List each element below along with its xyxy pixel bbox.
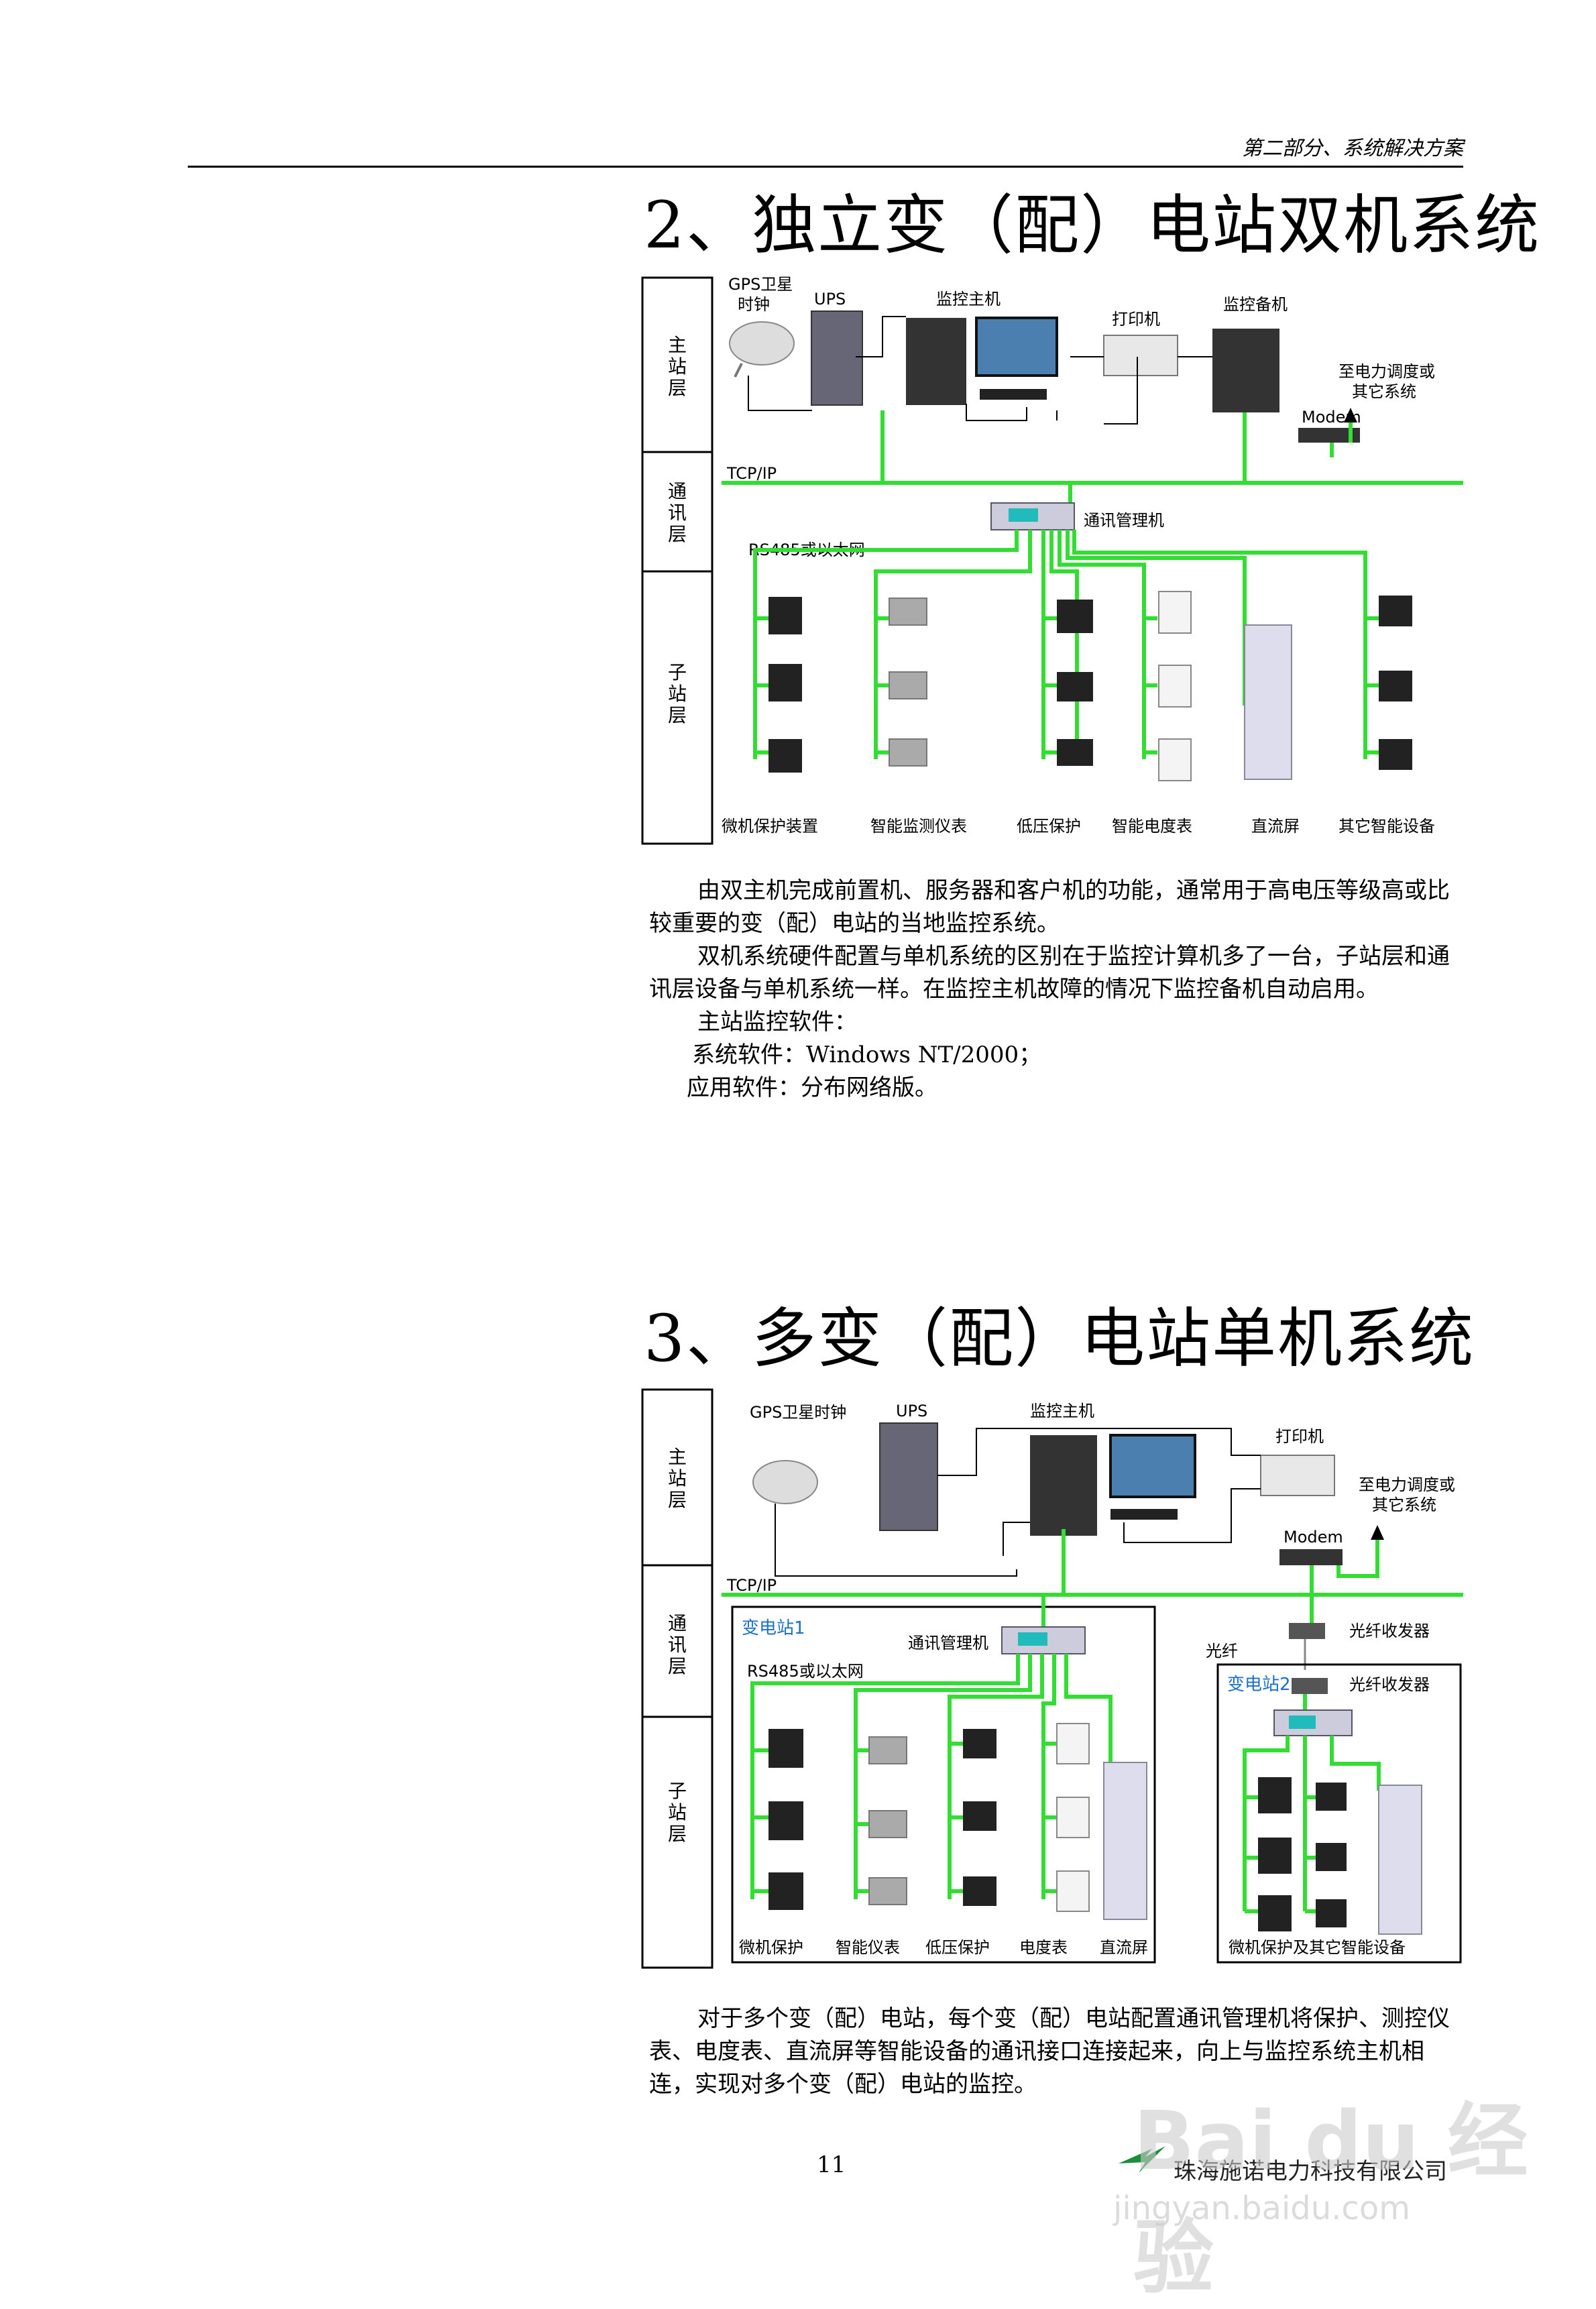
arrow-up-icon — [1371, 1525, 1384, 1540]
keyboard-icon — [980, 389, 1047, 400]
device-label-4: 电度表 — [1019, 1938, 1068, 1957]
transceiver-icon — [1292, 1678, 1328, 1694]
modem-label: Modem — [1284, 1528, 1343, 1546]
layer-sub: 子站层 — [668, 1780, 687, 1845]
printer-icon — [1103, 335, 1178, 376]
fiber-label: 光纤 — [1206, 1642, 1238, 1660]
paragraph: 系统软件：Windows NT/2000； — [692, 1041, 1042, 1068]
device-label-5: 直流屏 — [1100, 1938, 1148, 1957]
device-label-4: 智能电度表 — [1112, 817, 1192, 836]
section3-title: 3、多变（配）电站单机系统 — [644, 1301, 1475, 1376]
comm-manager-label: 通讯管理机 — [908, 1634, 988, 1652]
host-tower-icon — [1030, 1435, 1097, 1536]
dispatch-label: 至电力调度或 — [1359, 1475, 1455, 1494]
printer-label: 打印机 — [1275, 1427, 1324, 1446]
monitor-icon — [1109, 1434, 1196, 1498]
layer-sub: 子站层 — [668, 661, 687, 726]
tcpip-label: TCP/IP — [726, 1576, 777, 1595]
gps-label: GPS卫星时钟 — [750, 1403, 846, 1422]
satellite-dish-icon — [729, 321, 795, 365]
device-label-2: 智能仪表 — [836, 1938, 900, 1957]
dc-panel-icon — [1103, 1762, 1147, 1920]
company-logo-icon — [1119, 2146, 1165, 2173]
section2-title: 2、独立变（配）电站双机系统 — [644, 188, 1541, 263]
layer-comm: 通讯层 — [668, 480, 687, 545]
paragraph: 由双主机完成前置机、服务器和客户机的功能，通常用于高电压等级高或比较重要的变（配… — [649, 877, 1450, 937]
station2-label: 变电站2 — [1227, 1675, 1291, 1695]
device-label-2: 智能监测仪表 — [870, 817, 967, 836]
device2-label: 微机保护及其它智能设备 — [1229, 1938, 1406, 1957]
paragraph: 应用软件：分布网络版。 — [687, 1074, 937, 1101]
dual-host-diagram: 主站层 通讯层 子站层 GPS卫星 时钟 UPS 监控主机 打印机 监控备机 至… — [641, 276, 1463, 845]
keyboard-icon — [1110, 1509, 1178, 1520]
header-rule — [188, 166, 1463, 168]
modem-icon — [1298, 428, 1360, 443]
device-label-6: 其它智能设备 — [1338, 817, 1435, 836]
device-label-3: 低压保护 — [1017, 817, 1081, 836]
station1-label: 变电站1 — [742, 1618, 805, 1638]
transceiver-icon — [1289, 1623, 1325, 1639]
paragraph: 主站监控软件： — [697, 1009, 857, 1035]
host-label: 监控主机 — [1030, 1402, 1094, 1420]
backup-label: 监控备机 — [1223, 295, 1288, 314]
ups-icon — [811, 311, 863, 406]
device-label-3: 低压保护 — [925, 1938, 990, 1957]
transceiver-label: 光纤收发器 — [1349, 1622, 1430, 1640]
host-label: 监控主机 — [936, 290, 1001, 308]
printer-icon — [1260, 1455, 1335, 1496]
host-tower-icon — [906, 318, 966, 405]
ups-label: UPS — [814, 290, 846, 308]
layer-main: 主站层 — [668, 334, 687, 399]
section2-text: 由双主机完成前置机、服务器和客户机的功能，通常用于高电压等级高或比较重要的变（配… — [649, 875, 1463, 1105]
paragraph: 对于多个变（配）电站，每个变（配）电站配置通讯管理机将保护、测控仪表、电度表、直… — [649, 2005, 1450, 2098]
gps-label: GPS卫星 — [728, 276, 793, 294]
device-label-1: 微机保护 — [739, 1938, 803, 1957]
tcpip-label: TCP/IP — [726, 464, 777, 483]
printer-label: 打印机 — [1112, 310, 1160, 329]
dispatch-label: 至电力调度或 — [1338, 362, 1435, 381]
ups-icon — [879, 1422, 938, 1531]
energy-meter-icons — [1158, 591, 1192, 781]
section-header: 第二部分、系统解决方案 — [1242, 137, 1463, 160]
layer-comm: 通讯层 — [668, 1612, 687, 1677]
section3-text: 对于多个变（配）电站，每个变（配）电站配置通讯管理机将保护、测控仪表、电度表、直… — [649, 2003, 1463, 2101]
relay-icons — [768, 596, 1412, 773]
satellite-dish-icon — [752, 1460, 818, 1504]
arrow-up-icon — [1344, 408, 1357, 423]
dispatch-label-2: 其它系统 — [1352, 382, 1416, 401]
dc-panel-icon — [1378, 1785, 1422, 1935]
ups-label: UPS — [896, 1402, 927, 1420]
paragraph: 双机系统硬件配置与单机系统的区别在于监控计算机多了一台，子站层和通讯层设备与单机… — [649, 943, 1450, 1003]
device-label-5: 直流屏 — [1251, 817, 1300, 836]
device-label-1: 微机保护装置 — [722, 817, 818, 836]
company-name: 珠海施诺电力科技有限公司 — [1174, 2158, 1447, 2185]
backup-tower-icon — [1212, 329, 1279, 412]
watermark-url: jingyan.baidu.com — [1113, 2190, 1410, 2227]
page-number: 11 — [817, 2151, 846, 2178]
transceiver-label-2: 光纤收发器 — [1349, 1675, 1430, 1694]
rs485-label: RS485或以太网 — [747, 1662, 864, 1681]
gps-label-2: 时钟 — [738, 295, 770, 314]
station2-box — [1216, 1663, 1462, 1964]
modem-icon — [1279, 1549, 1343, 1565]
station1-box — [731, 1606, 1156, 1964]
layer-main: 主站层 — [668, 1446, 687, 1511]
dc-panel-icon — [1244, 624, 1292, 780]
multi-station-diagram: 主站层 通讯层 子站层 GPS卫星时钟 UPS 监控主机 打印机 至电力调度或 … — [641, 1388, 1463, 1969]
comm-manager-label: 通讯管理机 — [1084, 511, 1164, 530]
meter-icons — [889, 598, 927, 767]
monitor-icon — [975, 317, 1058, 377]
dispatch-label-2: 其它系统 — [1372, 1496, 1436, 1514]
